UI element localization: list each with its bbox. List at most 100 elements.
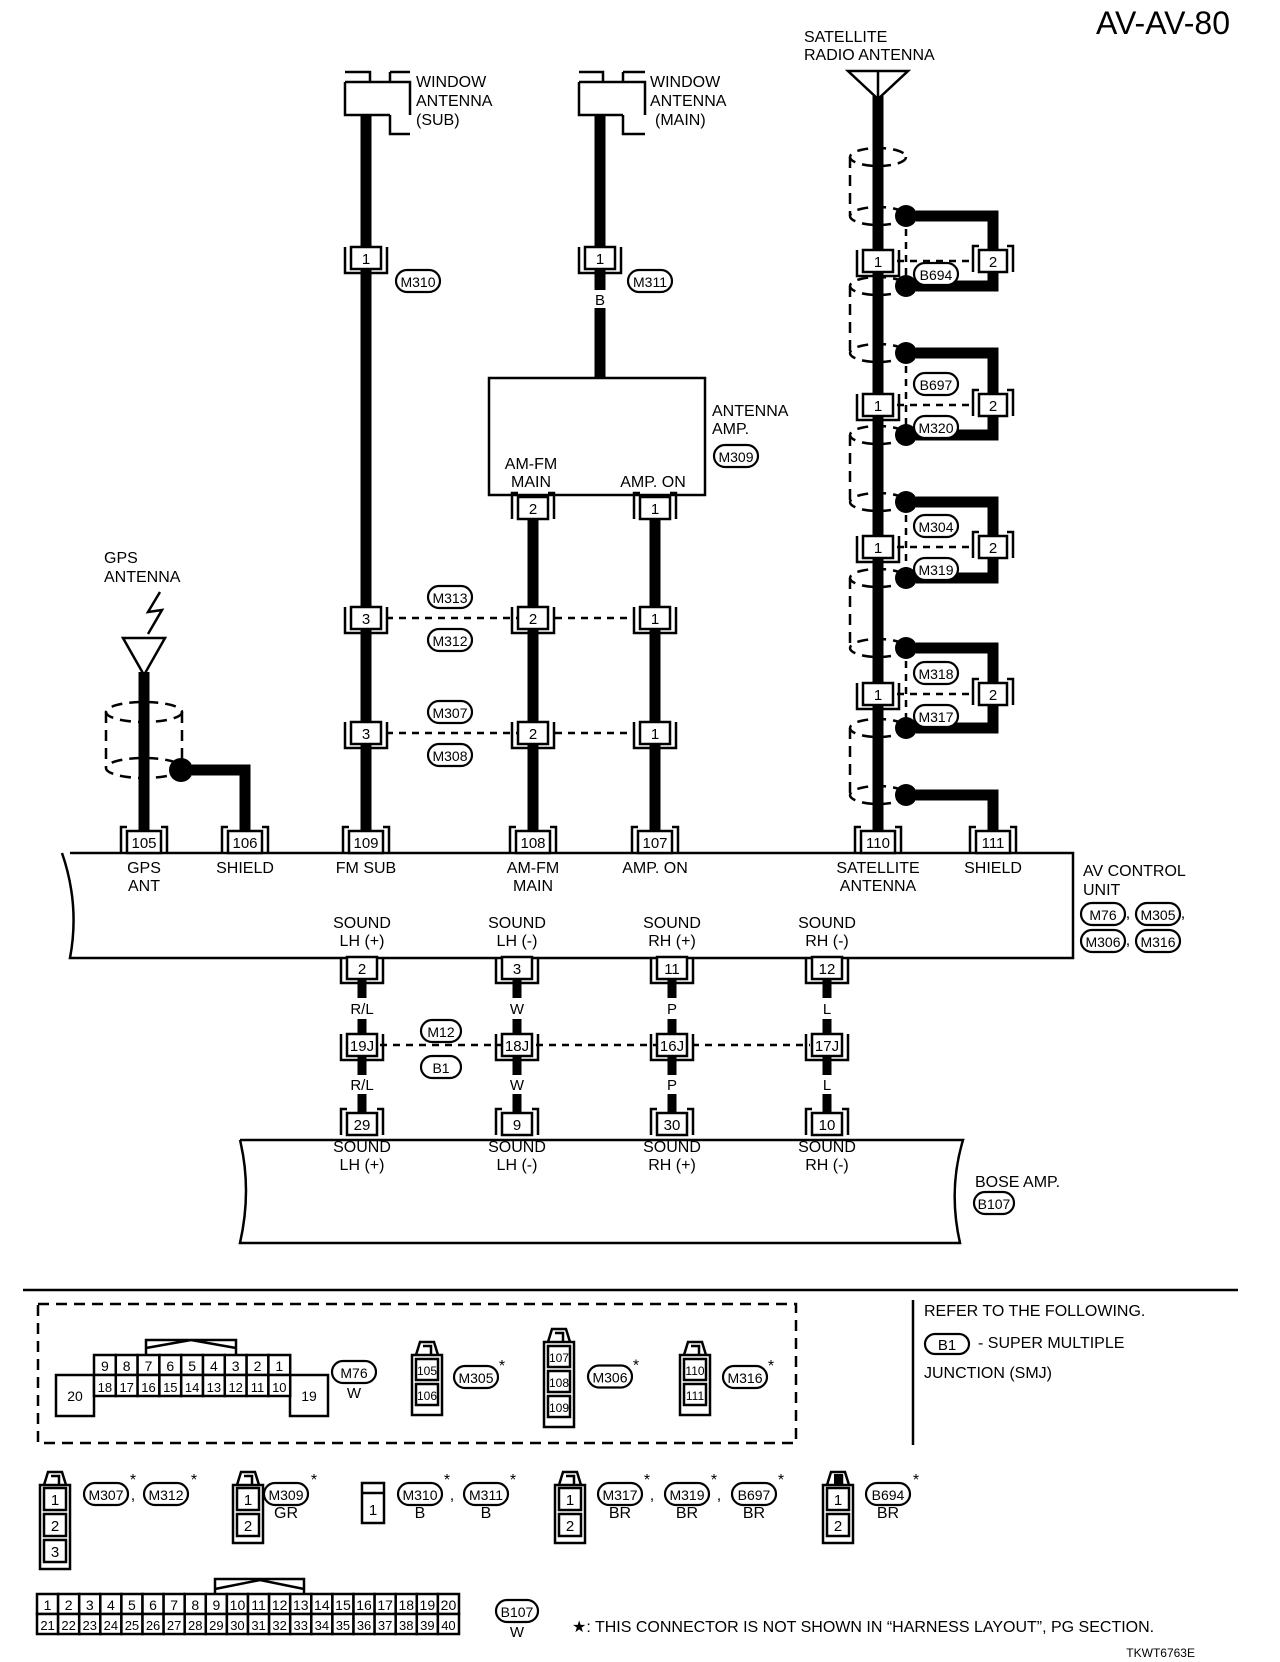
svg-text:BOSE AMP.: BOSE AMP. — [975, 1174, 1060, 1191]
terminal: 106 — [220, 825, 270, 855]
terminal-number: 106 — [232, 835, 257, 852]
terminal-box — [345, 955, 379, 981]
connector-color: W — [510, 1624, 525, 1641]
pin-number: 15 — [163, 1380, 177, 1395]
terminal: 109 — [341, 825, 391, 855]
asterisk: * — [311, 1472, 317, 1489]
pin-number: 2 — [65, 1597, 73, 1613]
terminal: 110 — [853, 825, 903, 855]
svg-text:RADIO ANTENNA: RADIO ANTENNA — [804, 47, 935, 64]
pin-number: 11 — [251, 1597, 266, 1613]
connector-id: M309 — [718, 449, 753, 465]
signal-label: LH (+) — [340, 1157, 385, 1174]
terminal-number: 107 — [642, 835, 667, 852]
connector-badge-outline — [1134, 928, 1182, 954]
pin-number: 20 — [67, 1388, 83, 1404]
svg-text:MAIN: MAIN — [511, 474, 551, 491]
figure-code: TKWT6763E — [1126, 1646, 1195, 1660]
connector-badge-outline — [712, 443, 760, 469]
pin-number: 3 — [232, 1358, 240, 1374]
pin-number: 1 — [834, 1492, 842, 1509]
pin-number: 7 — [170, 1597, 178, 1613]
terminal-number: 1 — [651, 501, 659, 518]
terminal-bracket — [855, 250, 901, 278]
connector-badge: M310 — [394, 268, 442, 294]
pin-number: 1 — [275, 1358, 283, 1374]
pin-cell — [546, 1394, 572, 1419]
terminal-box — [347, 829, 385, 855]
terminal-box — [345, 1032, 379, 1058]
connector-badge: B107 — [972, 1190, 1016, 1216]
connector-badge: M319 — [912, 556, 960, 582]
terminal-number: 110 — [866, 835, 890, 852]
terminal: 9 — [494, 1107, 540, 1137]
terminal: 1 — [855, 681, 901, 711]
connector-badge: M319 — [663, 1481, 711, 1507]
terminal-number: 2 — [989, 254, 997, 271]
pin-cell — [235, 1512, 261, 1538]
svg-text:ANTENNA: ANTENNA — [104, 569, 181, 586]
terminal-number: 19J — [350, 1038, 374, 1055]
connector-id: M76 — [340, 1365, 367, 1381]
connector-badge: B107 — [494, 1598, 540, 1624]
pin-cell — [825, 1486, 851, 1512]
connector-badge-outline — [1134, 901, 1182, 927]
pin-label: SATELLITE — [836, 860, 919, 877]
pin-number: 1 — [244, 1492, 252, 1509]
pin-number: 10 — [230, 1597, 246, 1613]
terminal-number: 2 — [529, 501, 537, 518]
asterisk: * — [633, 1358, 639, 1375]
connector-id: B1 — [432, 1060, 449, 1076]
connector-id: M317 — [602, 1487, 637, 1503]
satellite-antenna: SATELLITE RADIO ANTENNA — [804, 29, 935, 101]
pin-number: 33 — [294, 1618, 308, 1633]
terminal: 17J — [804, 1032, 850, 1062]
terminal-box — [345, 1111, 379, 1137]
pin-number: 19 — [301, 1388, 317, 1404]
connector-color: W — [347, 1385, 362, 1402]
pin-number: 24 — [104, 1618, 118, 1633]
pin-number: 107 — [549, 1351, 569, 1365]
svg-text:AM-FM: AM-FM — [505, 456, 557, 473]
connector-badge: M312 — [142, 1481, 190, 1507]
pin-number: 37 — [378, 1618, 392, 1633]
pin-label: AMP. ON — [622, 860, 688, 877]
connector-badge: M307 — [82, 1481, 130, 1507]
terminal-box — [810, 955, 844, 981]
terminal: 1 — [855, 534, 901, 564]
connector-id: B694 — [920, 267, 953, 283]
connector-badge: B1 — [419, 1054, 463, 1080]
pin-number: 2 — [566, 1518, 574, 1535]
svg-text:(MAIN): (MAIN) — [655, 112, 706, 129]
svg-text:UNIT: UNIT — [1083, 882, 1121, 899]
pin-number: 25 — [125, 1618, 139, 1633]
terminal-box — [583, 245, 617, 271]
connector-badge-outline — [426, 627, 474, 653]
connector-id: M313 — [432, 590, 467, 606]
connector-badge-outline — [426, 699, 474, 725]
pin-cell — [825, 1512, 851, 1538]
connector-id: M306 — [592, 1370, 627, 1386]
pin-cell — [414, 1357, 440, 1382]
connector-badge: M306 — [586, 1364, 634, 1389]
connector-id: M307 — [88, 1487, 123, 1503]
terminal-bracket — [630, 825, 680, 853]
terminal-box — [977, 248, 1009, 274]
terminal-bracket — [855, 394, 901, 422]
terminal-box — [349, 605, 383, 631]
connector-id: M319 — [669, 1487, 704, 1503]
terminal-bracket — [632, 722, 678, 750]
pin-number: 5 — [128, 1597, 136, 1613]
pin-number: 7 — [145, 1358, 153, 1374]
terminal-box — [125, 829, 163, 855]
pin-number: 4 — [210, 1358, 218, 1374]
connector-badge-outline — [452, 1364, 500, 1390]
wire-color: L — [823, 1001, 831, 1018]
wire-color: L — [823, 1077, 831, 1094]
connector-id: B107 — [501, 1604, 534, 1620]
terminal-bracket — [855, 683, 901, 711]
pin-number: 13 — [293, 1597, 309, 1613]
pin-number: 3 — [51, 1544, 59, 1561]
connector-badge: M317 — [912, 703, 960, 729]
